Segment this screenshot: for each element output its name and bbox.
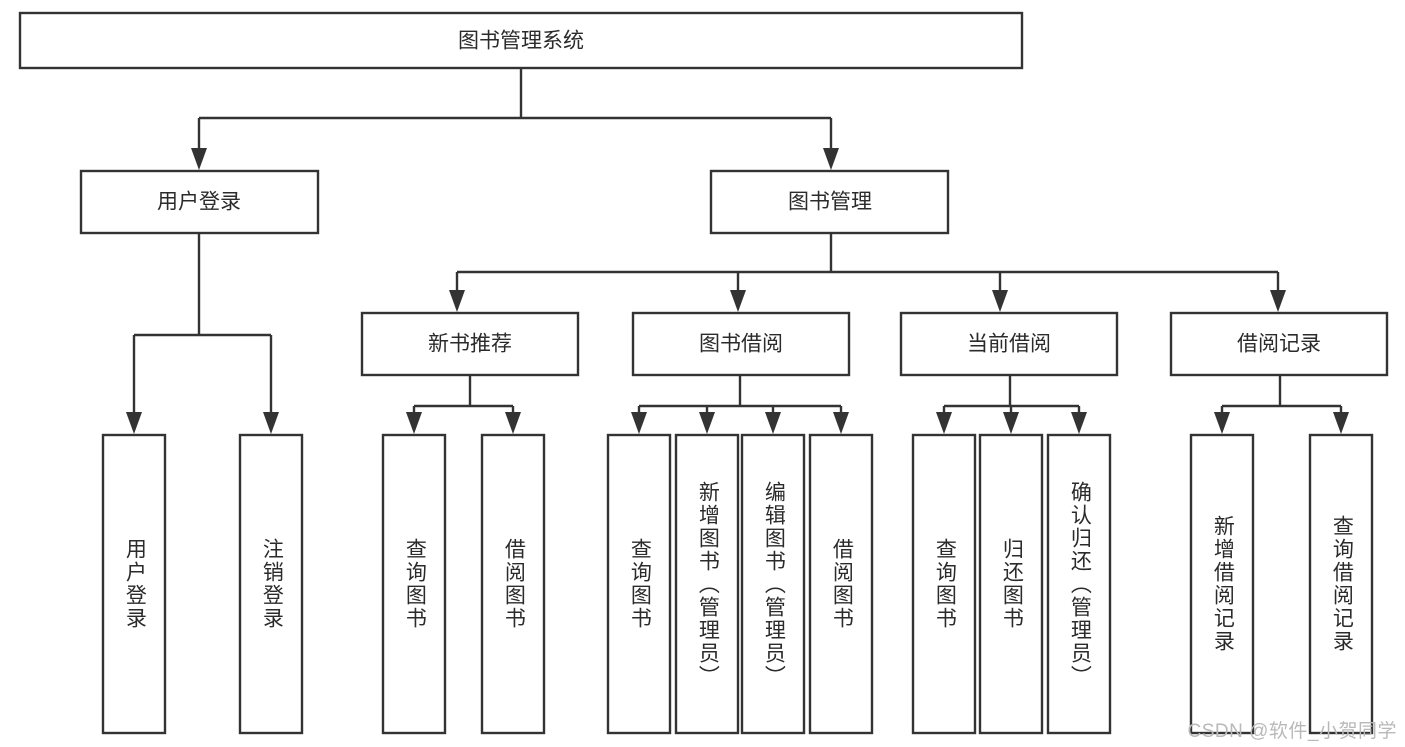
node-leaf-confirm-return[interactable]	[1046, 433, 1112, 735]
node-leaf-query-book-3[interactable]	[911, 433, 977, 735]
arrow-head-leaf-borrow-book-1	[505, 412, 521, 434]
node-root[interactable]	[18, 11, 1024, 70]
node-leaf-borrow-book-2[interactable]	[808, 433, 874, 735]
arrow-head-leaf-add-record	[1214, 412, 1230, 434]
connector-layer	[126, 68, 1349, 434]
arrow-head-current-borrow	[992, 290, 1008, 312]
node-leaf-user-login[interactable]	[101, 433, 167, 735]
node-book-manage[interactable]	[709, 169, 950, 235]
node-leaf-query-book-2[interactable]	[606, 433, 672, 735]
node-user-login[interactable]	[79, 169, 320, 235]
node-leaf-edit-book[interactable]	[740, 433, 806, 735]
arrow-head-book-borrow	[730, 290, 746, 312]
arrow-head-leaf-confirm-return	[1071, 412, 1087, 434]
node-current-borrow[interactable]	[899, 311, 1119, 377]
arrow-head-new-book-recommend	[449, 290, 465, 312]
node-leaf-borrow-book-1[interactable]	[480, 433, 546, 735]
node-leaf-logout-login[interactable]	[238, 433, 304, 735]
arrow-head-leaf-query-book-3	[936, 412, 952, 434]
arrow-head-borrow-record	[1270, 290, 1286, 312]
node-leaf-add-book[interactable]	[674, 433, 740, 735]
arrow-head-leaf-query-book-1	[406, 412, 422, 434]
arrow-head-leaf-add-book	[699, 412, 715, 434]
node-root-label: 图书管理系统	[458, 30, 584, 53]
node-leaf-query-record[interactable]	[1308, 433, 1374, 735]
node-book-borrow-label: 图书借阅	[699, 333, 783, 356]
arrow-head-leaf-query-book-2	[631, 412, 647, 434]
node-leaf-query-book-1[interactable]	[381, 433, 447, 735]
arrow-head-user-login	[191, 148, 207, 170]
arrow-head-leaf-return-book	[1003, 412, 1019, 434]
node-borrow-record[interactable]	[1169, 311, 1389, 377]
node-new-book-recommend[interactable]	[360, 311, 580, 377]
arrow-head-leaf-query-record	[1333, 412, 1349, 434]
watermark-text: CSDN @软件_小贺同学	[1187, 721, 1397, 742]
arrow-head-leaf-logout-login	[263, 412, 279, 434]
arrow-head-leaf-borrow-book-2	[833, 412, 849, 434]
node-layer: 图书管理系统 用户登录 图书管理 新书推荐 图书借阅 当前借阅 借阅记录	[18, 11, 1389, 735]
node-new-book-recommend-label: 新书推荐	[428, 333, 512, 356]
arrow-head-leaf-user-login	[126, 412, 142, 434]
node-borrow-record-label: 借阅记录	[1237, 333, 1321, 356]
arrow-head-leaf-edit-book	[765, 412, 781, 434]
node-leaf-return-book[interactable]	[978, 433, 1044, 735]
node-user-login-label: 用户登录	[157, 191, 241, 214]
node-current-borrow-label: 当前借阅	[967, 333, 1051, 356]
node-leaf-add-record[interactable]	[1189, 433, 1255, 735]
node-book-borrow[interactable]	[631, 311, 851, 377]
arrow-head-book-manage	[823, 148, 839, 170]
node-book-manage-label: 图书管理	[788, 191, 872, 214]
